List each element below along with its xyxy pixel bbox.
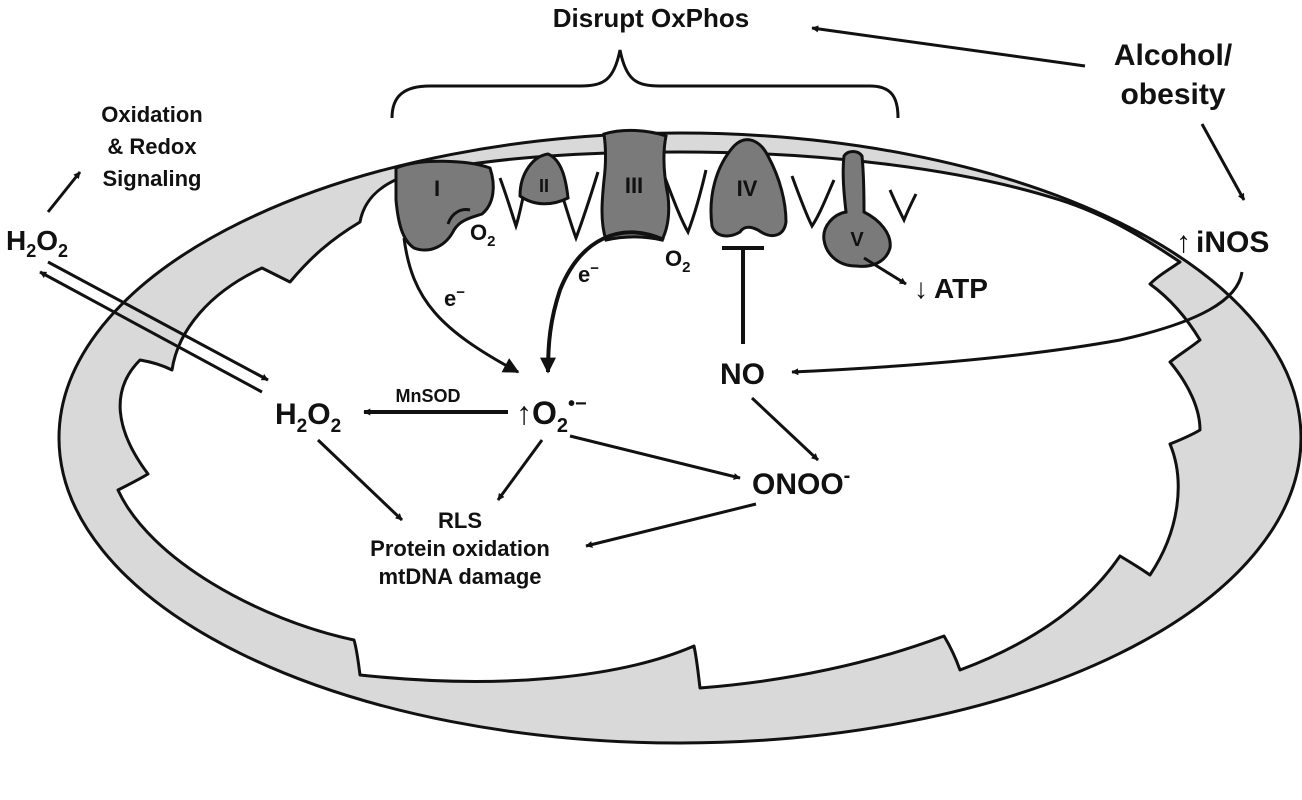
inner-membrane xyxy=(116,150,1202,690)
down-arrow-symbol: ↓ xyxy=(914,273,928,304)
disrupt-oxphos-label: Disrupt OxPhos xyxy=(553,3,749,33)
electron-label-left: e− xyxy=(444,284,465,311)
crista-fold xyxy=(660,169,708,236)
oxidation-label-line2: & Redox xyxy=(107,134,197,159)
complex-v-shape xyxy=(822,150,892,268)
arrow-inos-to-no xyxy=(791,271,1244,376)
complex-i-shape xyxy=(394,159,495,252)
oxidation-label-line1: Oxidation xyxy=(101,102,202,127)
h2o2-outer-label: H2O2 xyxy=(6,225,68,261)
curly-brace xyxy=(390,49,900,119)
alcohol-label-line1: Alcohol/ xyxy=(1114,39,1233,72)
o2-arc-complex-i xyxy=(446,208,471,225)
o2-label-complex-i: O2 xyxy=(470,220,495,250)
h2o2-inner-label: H2O2 xyxy=(275,398,341,437)
arrow-electron-complex-iii xyxy=(540,230,665,374)
peroxynitrite-label: ONOO- xyxy=(752,465,850,501)
damage-line-protein: Protein oxidation xyxy=(370,536,550,561)
arrow-no-to-onoo xyxy=(750,396,820,462)
electron-label-right: e− xyxy=(578,260,599,287)
arrow-alcohol-to-inos xyxy=(1200,123,1246,201)
up-arrow-symbol: ↑ xyxy=(1176,226,1191,259)
damage-line-rls: RLS xyxy=(438,508,482,533)
arrow-superoxide-to-onoo xyxy=(569,434,741,480)
arrow-h2o2-to-oxidation xyxy=(46,171,82,213)
complex-ii-shape xyxy=(518,152,570,206)
damage-line-mtdna: mtDNA damage xyxy=(379,564,542,589)
arrow-electron-complex-i xyxy=(402,237,520,374)
complex-ii-label: II xyxy=(539,176,549,196)
atp-label: ATP xyxy=(934,273,988,304)
alcohol-label-line2: obesity xyxy=(1120,78,1225,111)
complex-i-label: I xyxy=(434,176,440,201)
arrow-h2o2-to-damage xyxy=(316,438,404,522)
arrow-h2o2-outward xyxy=(39,270,263,394)
complex-iv-shape xyxy=(709,138,788,238)
arrow-superoxide-to-damage xyxy=(496,439,544,501)
inos-label: iNOS xyxy=(1196,226,1269,259)
complex-iii-label: III xyxy=(625,173,643,198)
no-label: NO xyxy=(720,358,765,391)
arrow-alcohol-to-oxphos xyxy=(811,25,1086,68)
o2-label-complex-iii: O2 xyxy=(665,246,690,276)
complex-iv-label: IV xyxy=(737,176,758,201)
complex-v-label: V xyxy=(850,229,864,251)
crista-fold xyxy=(888,189,918,224)
crista-fold xyxy=(790,175,836,229)
mnsod-label: MnSOD xyxy=(396,386,461,406)
oxidation-label-line3: Signaling xyxy=(103,166,202,191)
arrow-complex-v-to-atp xyxy=(863,256,907,286)
arrow-onoo-to-damage xyxy=(585,502,757,548)
arrow-h2o2-inward xyxy=(47,260,269,382)
